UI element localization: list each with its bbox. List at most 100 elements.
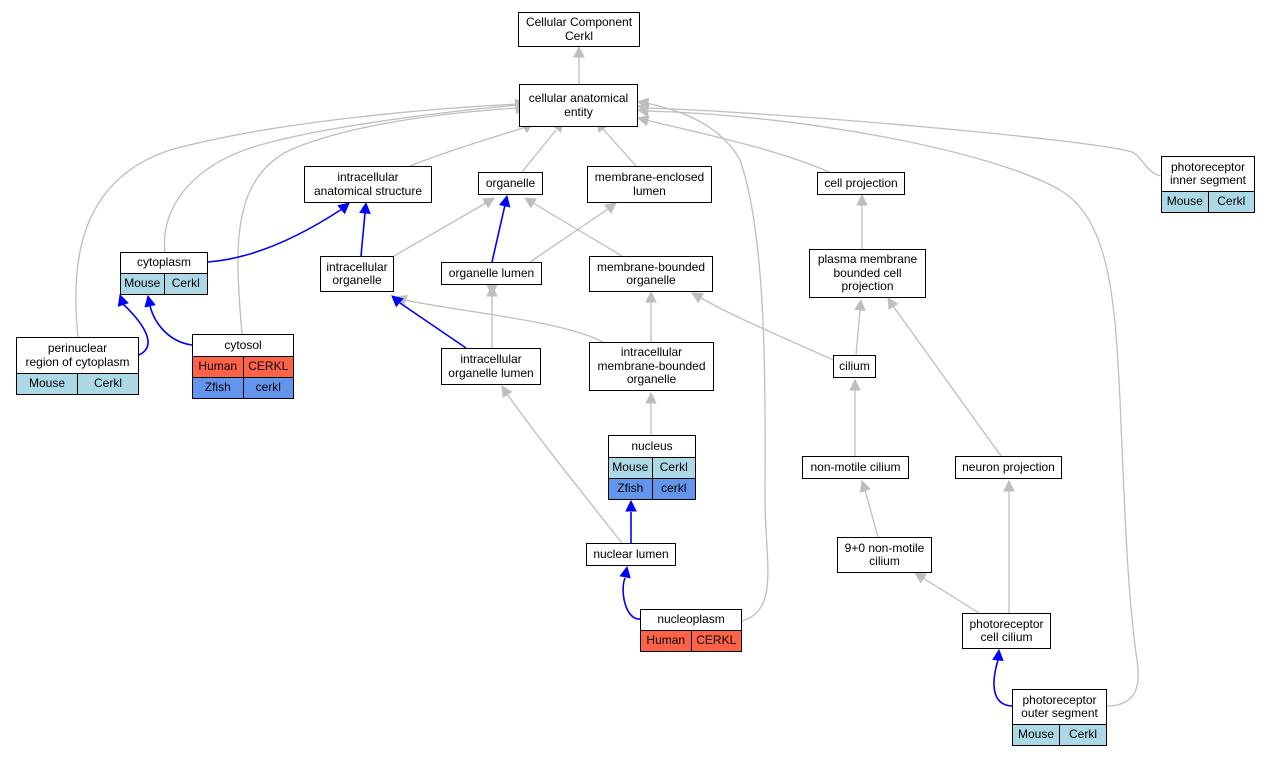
edge-grey	[602, 128, 637, 167]
node-title: nucleus	[609, 436, 695, 457]
node-label-line: lumen	[633, 183, 666, 198]
edge-grey	[645, 119, 830, 173]
node-label-line: inner segment	[1169, 173, 1247, 187]
species-cell: Human	[641, 631, 691, 651]
node-label-line: organelle	[332, 273, 382, 287]
node-label-line: cilium	[869, 554, 900, 568]
edge-grey	[409, 126, 527, 167]
node-label-line: cellular anatomical	[528, 91, 629, 105]
node-label-line: neuron projection	[962, 459, 1055, 474]
edge-arrowhead	[619, 565, 631, 579]
node-label-line: nucleus	[631, 438, 673, 453]
species-cell: Human	[193, 357, 243, 377]
node-label-line: cell cilium	[980, 630, 1033, 644]
edge-grey	[864, 489, 879, 538]
node-nmc[interactable]: non-motile cilium	[802, 456, 909, 479]
edge-arrowhead	[337, 202, 350, 215]
node-cp[interactable]: cell projection	[817, 172, 905, 195]
gene-cell: Cerkl	[651, 458, 695, 478]
node-title: neuron projection	[956, 457, 1061, 478]
node-label-line: membrane-enclosed	[594, 170, 705, 184]
edge-arrowhead	[636, 105, 650, 118]
edge-grey	[75, 103, 520, 338]
node-title: cell projection	[818, 173, 904, 194]
edge-arrowhead	[359, 201, 371, 214]
node-label-line: photoreceptor	[969, 616, 1044, 631]
edge-grey	[922, 577, 980, 614]
node-label-line: intracellular	[326, 259, 388, 274]
edge-grey	[506, 393, 623, 544]
edge-arrowhead	[856, 193, 868, 206]
edge-grey	[163, 104, 520, 253]
node-nl[interactable]: nuclear lumen	[586, 543, 676, 566]
edge-grey	[855, 309, 861, 356]
gene-cell: Cerkl	[163, 274, 207, 294]
edge-arrowhead	[482, 197, 495, 209]
node-label-line: anatomical structure	[313, 183, 423, 198]
node-label-line: cytoplasm	[136, 255, 192, 270]
species-cell: Mouse	[121, 274, 164, 294]
edge-grey	[404, 299, 604, 343]
gene-cell: cerkl	[242, 378, 293, 398]
node-label-line: bounded cell	[833, 265, 902, 280]
edge-grey	[645, 107, 1162, 177]
edge-blue	[399, 302, 467, 349]
edge-grey	[532, 202, 623, 257]
edge-arrowhead	[144, 294, 156, 308]
edge-blue	[360, 212, 366, 257]
node-label-line: Cerkl	[564, 28, 593, 43]
node-org[interactable]: organelle	[478, 172, 543, 195]
edge-arrowhead	[645, 391, 657, 404]
node-label-line: nucleoplasm	[657, 612, 725, 627]
edge-grey	[529, 208, 609, 263]
node-label-line: entity	[564, 104, 593, 119]
edge-arrowhead	[645, 290, 657, 303]
node-label-line: intracellular	[337, 170, 399, 184]
edge-arrowhead	[117, 293, 129, 307]
node-label-line: Cellular Component	[525, 15, 633, 29]
edge-arrowhead	[486, 284, 498, 297]
edge-blue	[993, 659, 1013, 707]
node-label-line: nuclear lumen	[593, 546, 669, 561]
species-cell: Zfish	[193, 378, 243, 398]
edge-arrowhead	[625, 499, 637, 512]
node-label-line: organelle	[485, 175, 536, 190]
node-label-line: non-motile cilium	[810, 459, 901, 474]
node-title: nucleoplasm	[641, 610, 741, 630]
gene-cell: cerkl	[651, 479, 695, 499]
edge-grey	[700, 297, 834, 361]
node-np[interactable]: neuron projection	[955, 456, 1062, 479]
node-ol[interactable]: organelle lumen	[441, 262, 542, 285]
species-cell: Zfish	[609, 479, 652, 499]
node-cilium[interactable]: cilium	[833, 355, 876, 378]
edge-arrowhead	[854, 298, 866, 311]
